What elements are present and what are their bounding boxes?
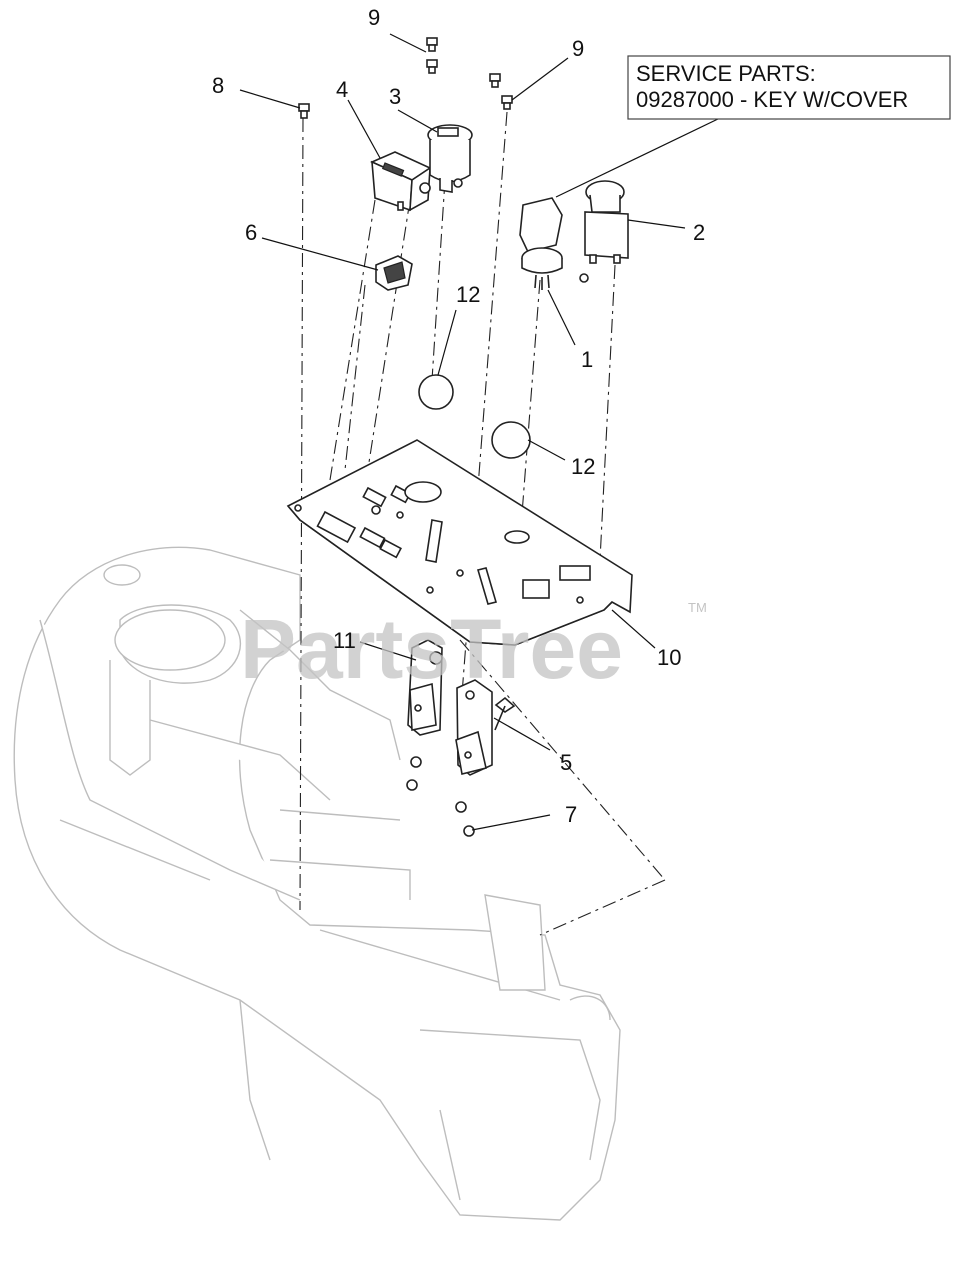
leader-lines (239, 33, 721, 831)
callout-3: 3 (389, 84, 401, 109)
watermark: PartsTree TM (240, 600, 707, 696)
callout-5: 5 (560, 750, 572, 775)
bracket-5 (455, 679, 516, 776)
console-body (13, 546, 621, 1221)
watermark-text: PartsTree (240, 602, 623, 696)
switch-4 (370, 151, 432, 212)
bracket-6 (375, 255, 413, 291)
callout-labels: 1 2 3 4 5 6 7 8 9 9 10 11 12 12 (212, 5, 705, 827)
nuts-7 (406, 756, 475, 837)
callout-1: 1 (581, 347, 593, 372)
callout-9-right: 9 (572, 36, 584, 61)
callout-2: 2 (693, 220, 705, 245)
service-parts-box: SERVICE PARTS: 09287000 - KEY W/COVER (627, 55, 951, 120)
service-parts-key: 09287000 - KEY W/COVER (636, 87, 908, 112)
callout-11: 11 (333, 628, 356, 653)
callout-4: 4 (336, 77, 348, 102)
callout-8: 8 (212, 73, 224, 98)
callout-10: 10 (657, 645, 681, 670)
callout-12-top: 12 (456, 282, 480, 307)
callout-6: 6 (245, 220, 257, 245)
plug-12 (418, 374, 531, 459)
control-panel-10 (286, 439, 633, 646)
callout-12-bottom: 12 (571, 454, 595, 479)
service-parts-title: SERVICE PARTS: (636, 61, 816, 86)
push-switch-2 (579, 180, 629, 283)
switch-3 (427, 124, 473, 193)
key-switch-1 (519, 197, 563, 290)
watermark-tm: TM (688, 600, 707, 615)
bracket-11 (407, 639, 443, 736)
callout-7: 7 (565, 802, 577, 827)
callout-9-left: 9 (368, 5, 380, 30)
screws (298, 37, 513, 119)
assembly-lines (299, 111, 666, 936)
